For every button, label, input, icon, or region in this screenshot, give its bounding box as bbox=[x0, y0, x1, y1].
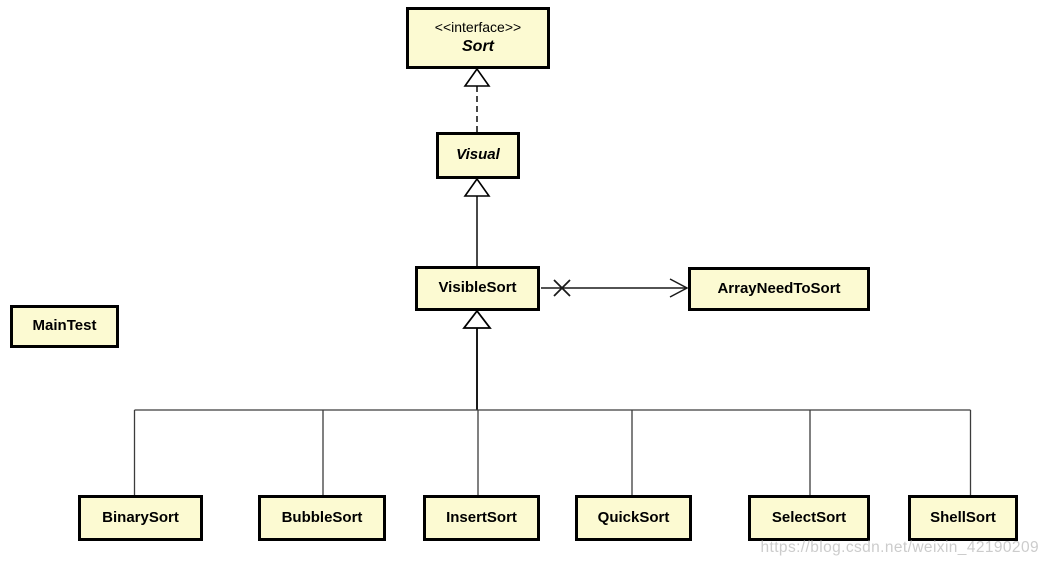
class-name-sort: Sort bbox=[462, 37, 494, 55]
class-box-visiblesort: VisibleSort bbox=[415, 266, 540, 311]
open-arrowhead-icon bbox=[669, 278, 689, 298]
edge-generalization-children-to-visiblesort bbox=[133, 309, 972, 495]
class-box-visual: Visual bbox=[436, 132, 520, 179]
class-box-selectsort: SelectSort bbox=[748, 495, 870, 541]
hollow-triangle-arrow-icon bbox=[463, 177, 491, 197]
class-box-arrayneedtosort: ArrayNeedToSort bbox=[688, 267, 870, 311]
edge-generalization-visiblesort-to-visual bbox=[463, 177, 491, 266]
class-name-visiblesort: VisibleSort bbox=[438, 279, 517, 297]
stereotype-label: <<interface>> bbox=[434, 19, 522, 36]
class-box-insertsort: InsertSort bbox=[423, 495, 540, 541]
class-name-binarysort: BinarySort bbox=[102, 508, 179, 526]
edge-association-visiblesort-to-arrayneedtosort bbox=[541, 278, 689, 298]
class-name-visual: Visual bbox=[456, 146, 500, 164]
class-name-selectsort: SelectSort bbox=[771, 508, 847, 526]
x-adornment-icon bbox=[553, 279, 571, 297]
class-name-bubblesort: BubbleSort bbox=[281, 508, 363, 526]
class-box-binarysort: BinarySort bbox=[78, 495, 203, 541]
hollow-triangle-arrow-icon bbox=[463, 67, 491, 87]
class-name-quicksort: QuickSort bbox=[597, 508, 670, 526]
class-name-insertsort: InsertSort bbox=[446, 508, 517, 526]
class-box-quicksort: QuickSort bbox=[575, 495, 692, 541]
class-box-maintest: MainTest bbox=[10, 305, 119, 348]
class-box-bubblesort: BubbleSort bbox=[258, 495, 386, 541]
class-box-sort: <<interface>> Sort bbox=[406, 7, 550, 69]
class-box-shellsort: ShellSort bbox=[908, 495, 1018, 541]
class-name-maintest: MainTest bbox=[32, 317, 97, 335]
watermark-text: https://blog.csdn.net/weixin_42190209 bbox=[760, 539, 1039, 556]
class-name-arrayneedtosort: ArrayNeedToSort bbox=[717, 279, 841, 297]
edge-realization-visual-to-sort bbox=[463, 67, 491, 132]
class-name-shellsort: ShellSort bbox=[930, 508, 996, 526]
hollow-triangle-arrow-icon bbox=[462, 309, 492, 329]
